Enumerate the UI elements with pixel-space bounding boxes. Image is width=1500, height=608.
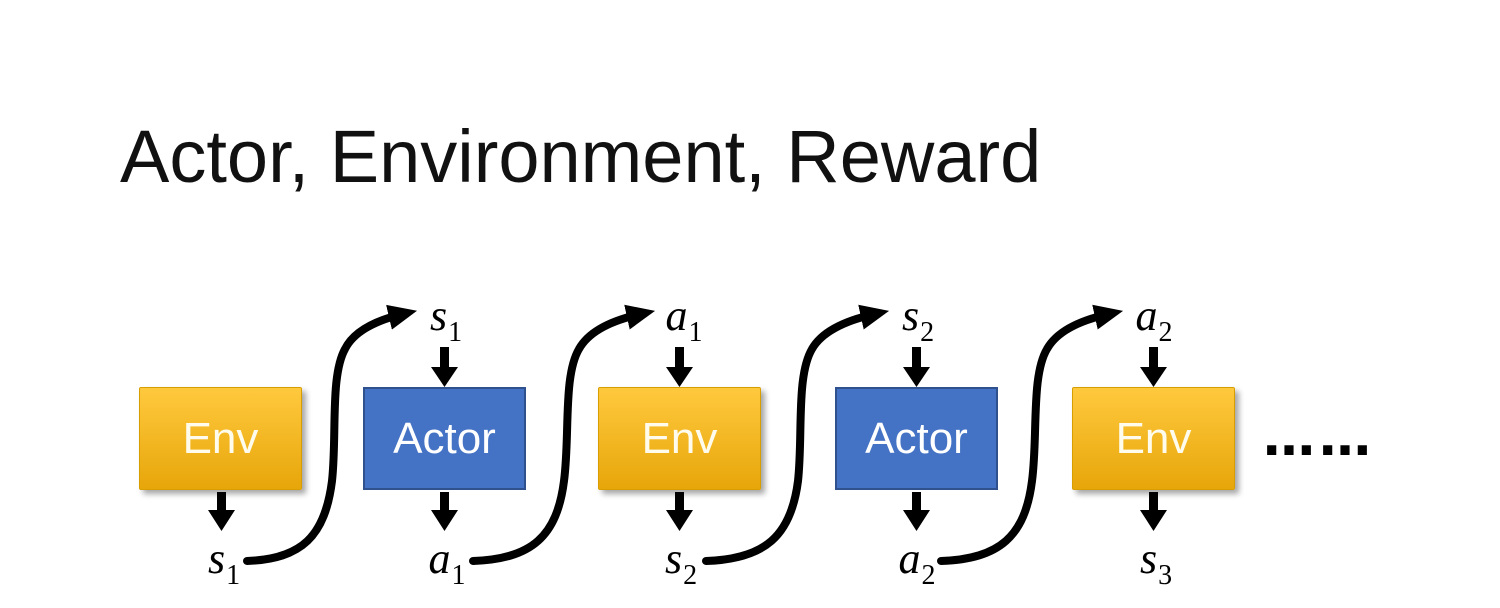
arrow-s2-into-actor2 <box>903 347 930 387</box>
node-env-3-label: Env <box>1115 413 1192 463</box>
node-env-2: Env <box>598 387 761 490</box>
arrow-a2-into-env3 <box>1140 347 1167 387</box>
continuation-dots: …… <box>1263 408 1375 468</box>
node-actor-2-label: Actor <box>865 413 968 463</box>
label-s1-bottom: s1 <box>207 534 241 591</box>
node-env-1-label: Env <box>182 413 259 463</box>
node-env-3: Env <box>1072 387 1235 490</box>
node-env-1: Env <box>139 387 302 490</box>
label-a2-top: a2 <box>1135 291 1173 348</box>
label-a1-bottom: a1 <box>428 534 466 591</box>
arrow-env2-out-s2 <box>666 492 693 531</box>
label-a1-top: a1 <box>665 291 703 348</box>
node-actor-2: Actor <box>835 387 998 490</box>
arrow-a1-into-env2 <box>666 347 693 387</box>
label-s2-bottom: s2 <box>664 534 698 591</box>
node-actor-1-label: Actor <box>393 413 496 463</box>
arrow-env1-out-s1 <box>208 492 235 531</box>
slide-title: Actor, Environment, Reward <box>120 115 1042 198</box>
label-a2-bottom: a2 <box>898 534 936 591</box>
node-actor-1: Actor <box>363 387 526 490</box>
arrow-env3-out-s3 <box>1140 492 1167 531</box>
arrow-actor1-out-a1 <box>431 492 458 531</box>
arrow-actor2-out-a2 <box>903 492 930 531</box>
label-s2-top: s2 <box>901 291 935 348</box>
label-s1-top: s1 <box>429 291 463 348</box>
arrow-s1-into-actor1 <box>431 347 458 387</box>
node-env-2-label: Env <box>641 413 718 463</box>
label-s3-bottom: s3 <box>1139 534 1173 591</box>
